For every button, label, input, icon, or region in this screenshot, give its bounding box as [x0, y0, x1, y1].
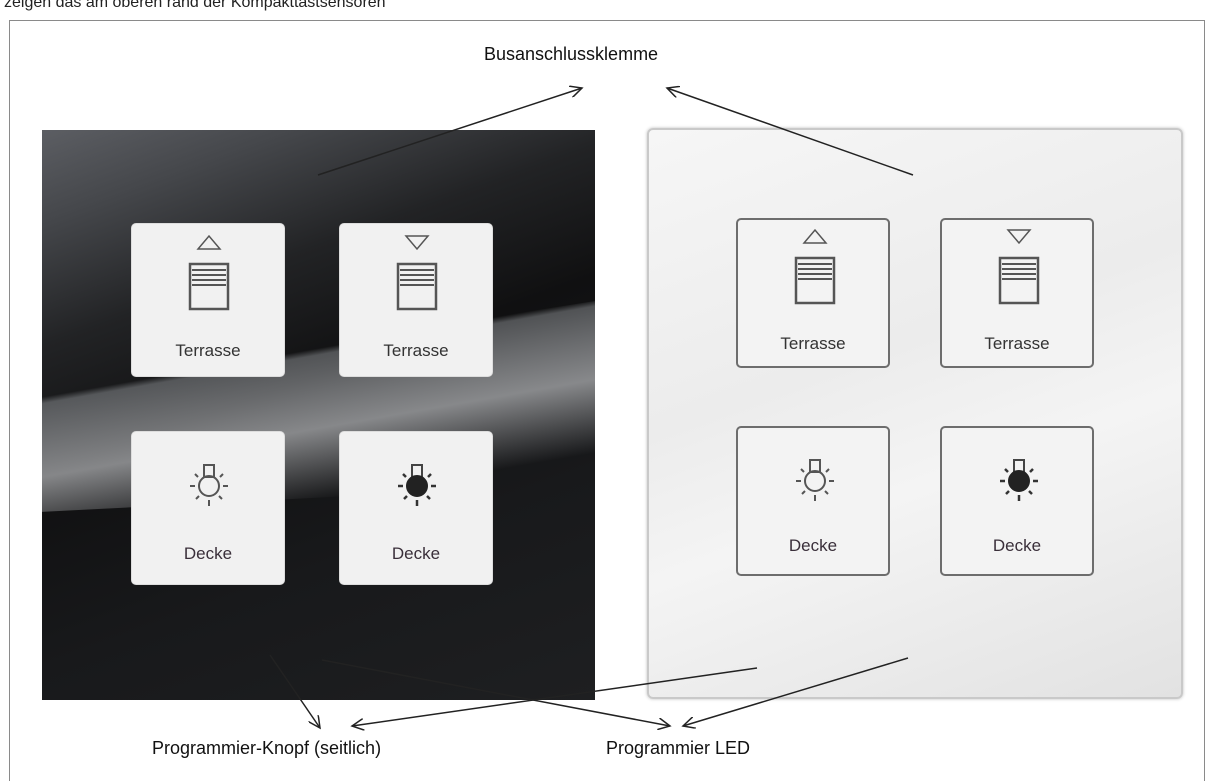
blind-up-icon — [188, 234, 230, 311]
dark-button-light-on[interactable]: Decke — [339, 431, 493, 585]
light-button-light-off[interactable]: Decke — [736, 426, 890, 576]
light-button-light-on[interactable]: Decke — [940, 426, 1094, 576]
figure-frame — [9, 20, 1205, 781]
programming-led-label: Programmier LED — [606, 738, 751, 758]
light-push-button-panel: Terrasse Terrasse Decke — [647, 128, 1183, 699]
button-label: Decke — [788, 536, 838, 555]
dark-push-button-panel: Terrasse Terrasse Decke — [42, 130, 595, 700]
button-label: Terrasse — [780, 334, 846, 353]
button-label: Decke — [391, 544, 441, 563]
blind-down-icon — [396, 235, 438, 311]
button-label: Decke — [183, 544, 233, 563]
bus-terminal-label: Busanschlussklemme — [484, 44, 659, 64]
blind-down-icon — [998, 229, 1040, 305]
button-label: Terrasse — [175, 341, 241, 360]
blind-up-icon — [794, 228, 836, 305]
button-label: Terrasse — [984, 334, 1050, 353]
light-off-icon — [190, 464, 228, 506]
dark-button-light-off[interactable]: Decke — [131, 431, 285, 585]
light-button-blind-up[interactable]: Terrasse — [736, 218, 890, 368]
programming-button-label: Programmier-Knopf (seitlich) — [152, 738, 382, 758]
dark-button-blind-up[interactable]: Terrasse — [131, 223, 285, 377]
caption-text: zeigen das am oberen rand der Kompakttas… — [4, 0, 386, 11]
arrow-bus-dark — [317, 88, 582, 176]
light-off-icon — [796, 459, 834, 501]
button-label: Terrasse — [383, 341, 449, 360]
arrow-led-light — [683, 657, 909, 726]
dark-button-blind-down[interactable]: Terrasse — [339, 223, 493, 377]
arrow-knopf-light — [352, 667, 758, 726]
arrow-led-dark — [321, 659, 670, 726]
light-on-icon — [398, 464, 436, 506]
arrow-bus-light — [667, 88, 914, 176]
arrow-knopf-dark — [269, 654, 320, 728]
light-button-blind-down[interactable]: Terrasse — [940, 218, 1094, 368]
button-label: Decke — [992, 536, 1042, 555]
light-on-icon — [1000, 459, 1038, 501]
